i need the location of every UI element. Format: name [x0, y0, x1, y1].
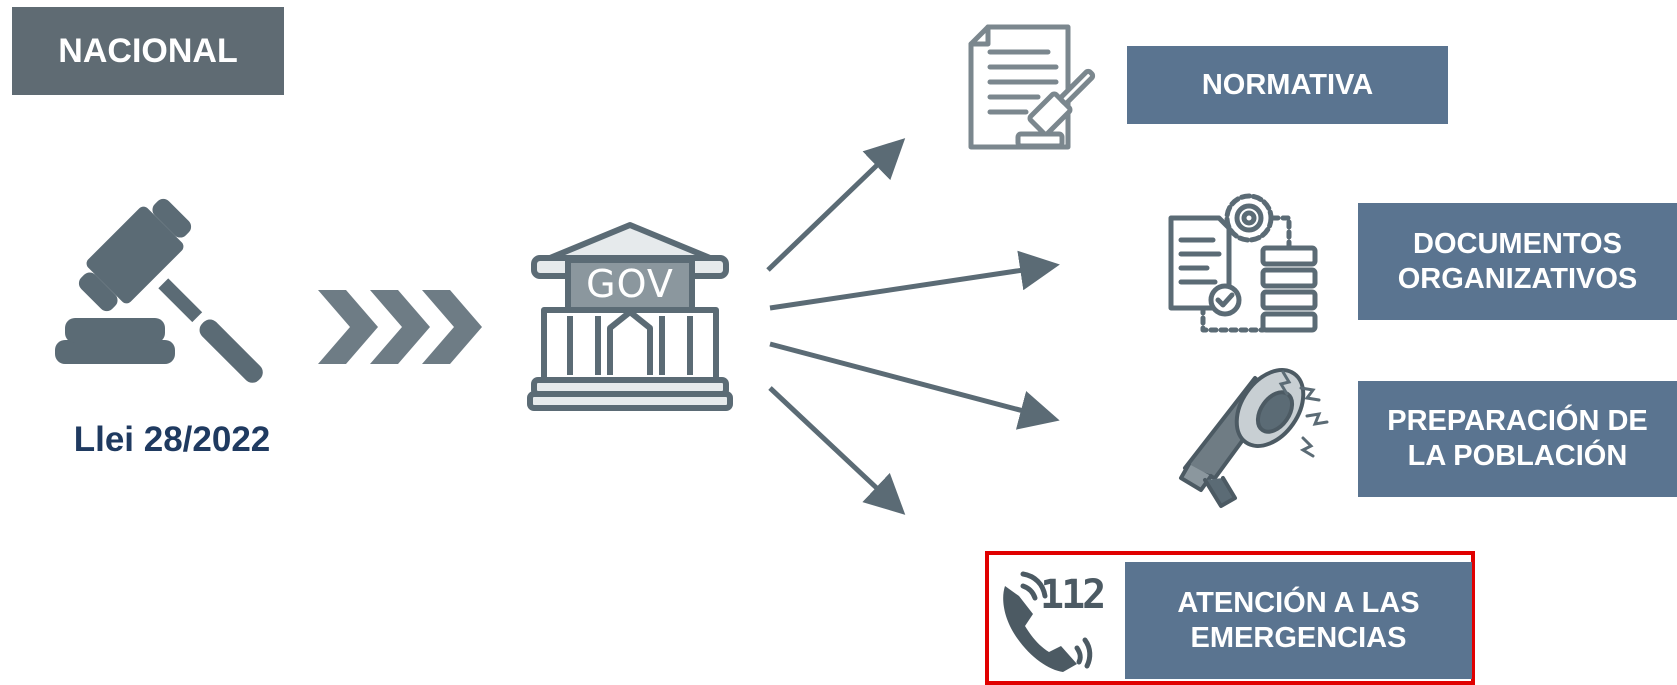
output-label-preparacion-line1: PREPARACIÓN DE: [1387, 405, 1648, 438]
legal-document-icon: [968, 24, 1096, 150]
region-label-text: NACIONAL: [58, 31, 238, 70]
organizational-documents-icon: [1168, 193, 1318, 333]
government-building-icon: [527, 222, 733, 411]
government-sign-text: GOV: [586, 262, 674, 306]
output-label-normativa: NORMATIVA: [1201, 68, 1374, 101]
gavel-icon: [55, 198, 263, 383]
arrow-to-preparacion: [769, 341, 1060, 430]
chevron-arrows-icon: [318, 290, 482, 364]
output-box-preparacion: PREPARACIÓN DE LA POBLACIÓN: [1358, 381, 1677, 497]
law-label: Llei 28/2022: [73, 420, 271, 459]
emergency-phone-icon: [1003, 571, 1093, 672]
output-box-documentos: DOCUMENTOS ORGANIZATIVOS: [1358, 203, 1677, 320]
output-box-normativa: NORMATIVA: [1127, 46, 1448, 124]
output-box-atencion: ATENCIÓN A LAS EMERGENCIAS: [1125, 562, 1472, 679]
arrow-to-atencion: [768, 386, 906, 515]
output-label-documentos-line1: DOCUMENTOS: [1413, 227, 1622, 260]
region-label: NACIONAL: [12, 7, 284, 95]
output-label-preparacion-line2: LA POBLACIÓN: [1407, 440, 1628, 472]
arrow-to-normativa: [766, 138, 906, 272]
output-label-documentos-line2: ORGANIZATIVOS: [1397, 262, 1638, 295]
arrow-to-documentos: [769, 250, 1060, 311]
emergency-number-text: 112: [1040, 572, 1106, 618]
output-label-atencion-line1: ATENCIÓN A LAS: [1177, 586, 1420, 619]
megaphone-icon: [1179, 368, 1329, 508]
output-label-atencion-line2: EMERGENCIAS: [1190, 621, 1407, 654]
highlight-frame: [985, 551, 1475, 685]
